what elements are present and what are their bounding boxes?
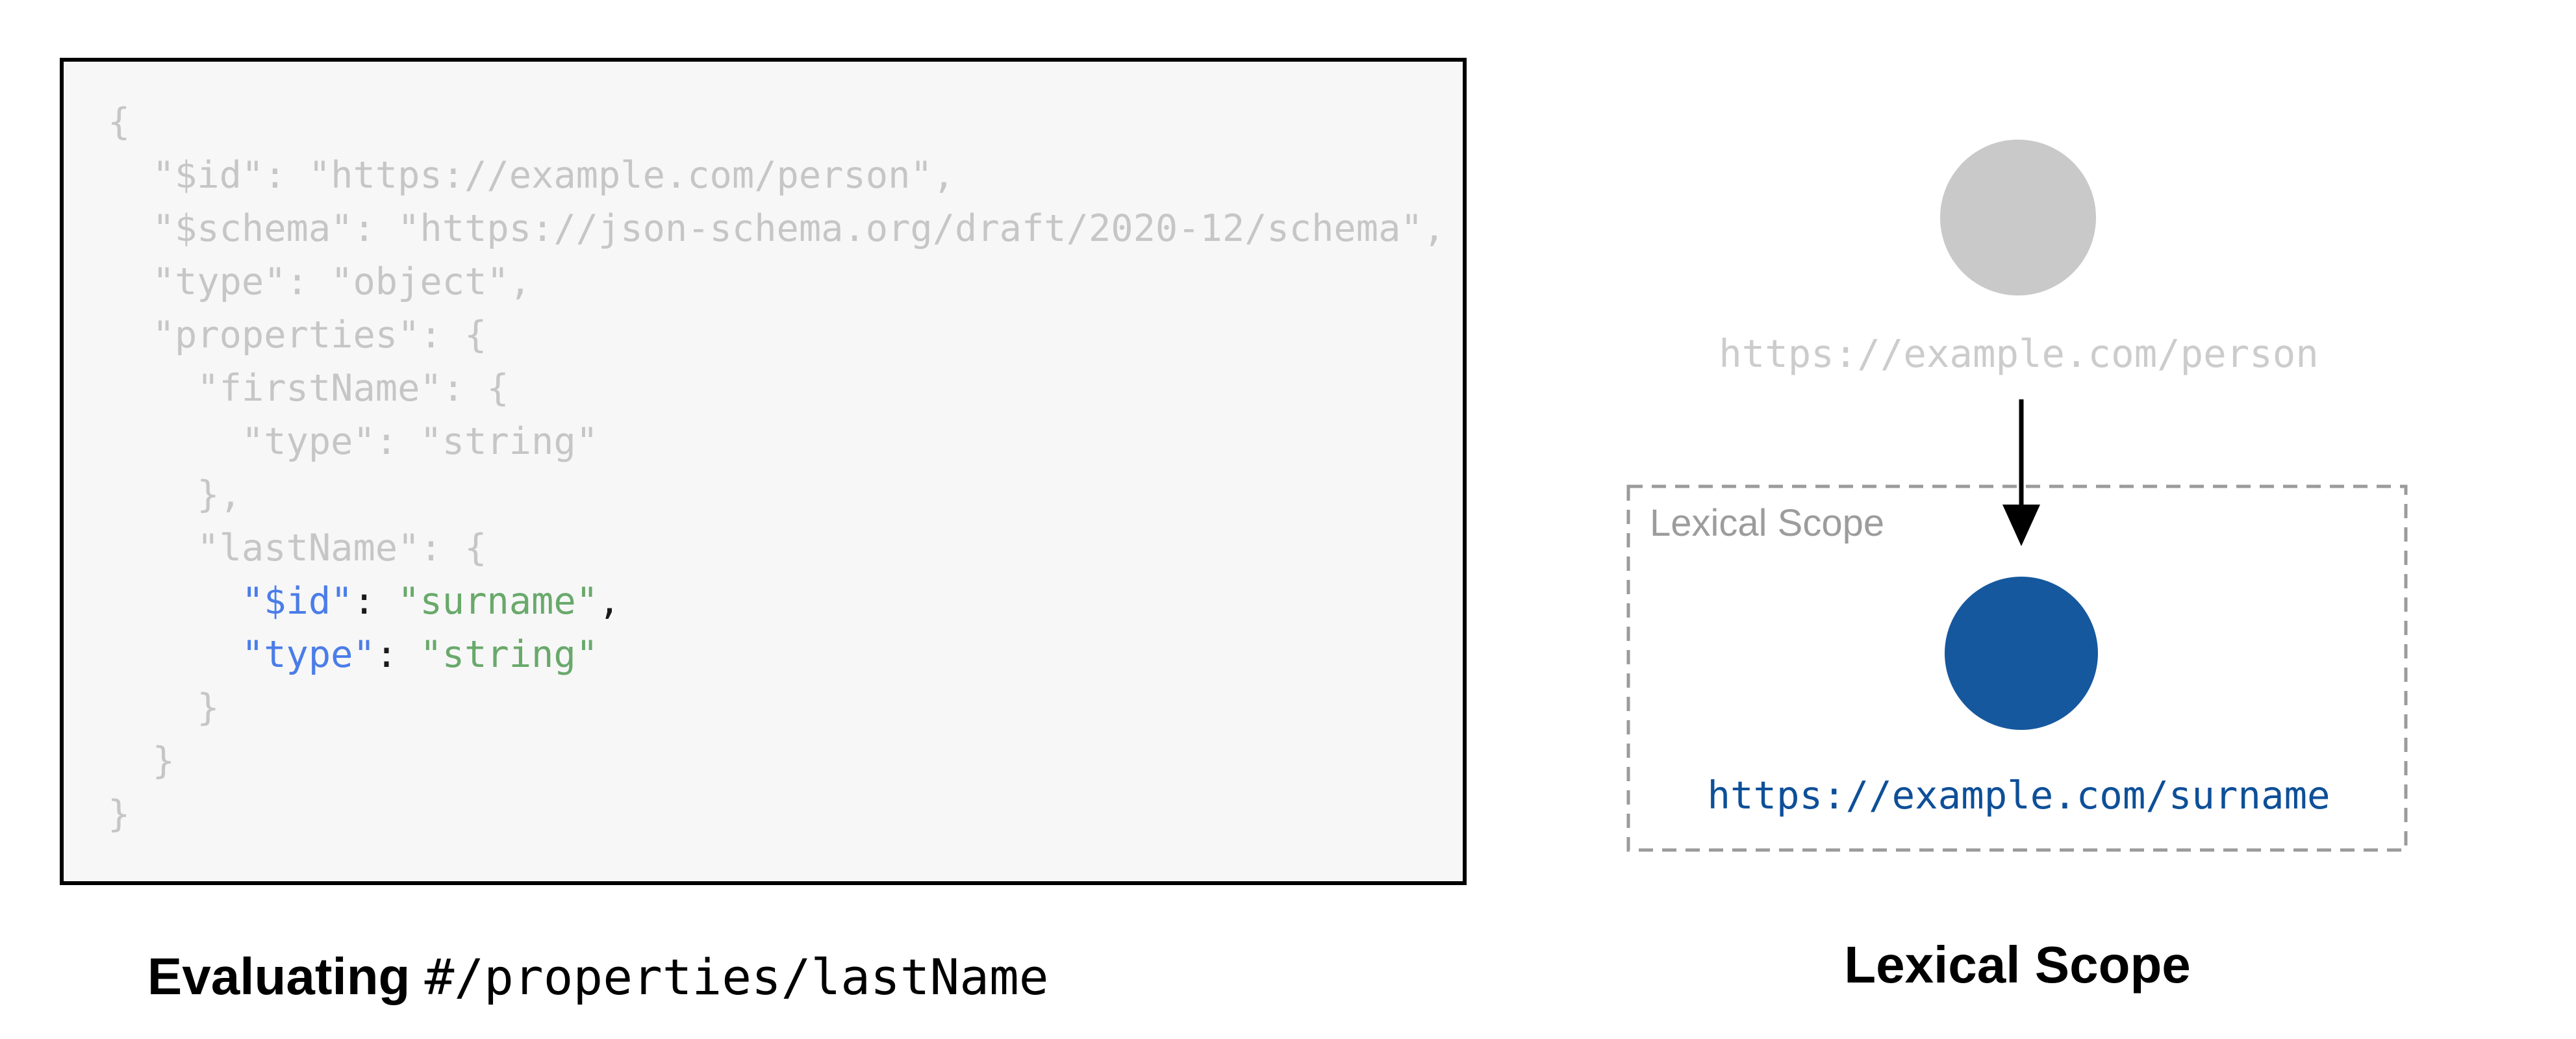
code-line: "type": "string" bbox=[241, 633, 598, 676]
code-line: } bbox=[108, 740, 175, 782]
code-line: "firstName": { bbox=[108, 367, 509, 410]
code-line: "$id": "surname", bbox=[241, 580, 621, 623]
arrow-down-icon bbox=[2002, 399, 2040, 546]
dashed-border bbox=[1626, 484, 2408, 852]
code-line: } bbox=[108, 793, 131, 836]
code-line: { bbox=[108, 101, 131, 144]
code-line: "type": "string" bbox=[108, 420, 598, 463]
code-line: "$schema": "https://json-schema.org/draf… bbox=[108, 207, 1446, 250]
surname-schema-node bbox=[1945, 577, 2098, 730]
person-uri-label: https://example.com/person bbox=[1719, 331, 2319, 376]
evaluating-caption-bold: Evaluating bbox=[147, 947, 425, 1005]
person-schema-node bbox=[1940, 140, 2096, 295]
code-line: "lastName": { bbox=[108, 527, 487, 570]
code-line: } bbox=[108, 686, 220, 729]
lexical-scope-caption: Lexical Scope bbox=[1844, 936, 2191, 994]
lexical-scope-box bbox=[1626, 484, 2408, 852]
surname-uri-label: https://example.com/surname bbox=[1707, 773, 2330, 818]
code-block: { "$id": "https://example.com/person", "… bbox=[108, 95, 1463, 841]
code-line: "type": "object", bbox=[108, 260, 532, 303]
code-line: "$id": "https://example.com/person", bbox=[108, 154, 955, 197]
lexical-scope-inner-label: Lexical Scope bbox=[1650, 502, 1885, 544]
evaluating-caption-pointer: #/properties/lastName bbox=[424, 948, 1049, 1006]
schema-code-panel: { "$id": "https://example.com/person", "… bbox=[60, 58, 1467, 885]
evaluating-caption: Evaluating #/properties/lastName bbox=[142, 935, 1049, 1007]
code-line: "properties": { bbox=[108, 314, 487, 357]
code-line: }, bbox=[108, 473, 242, 516]
